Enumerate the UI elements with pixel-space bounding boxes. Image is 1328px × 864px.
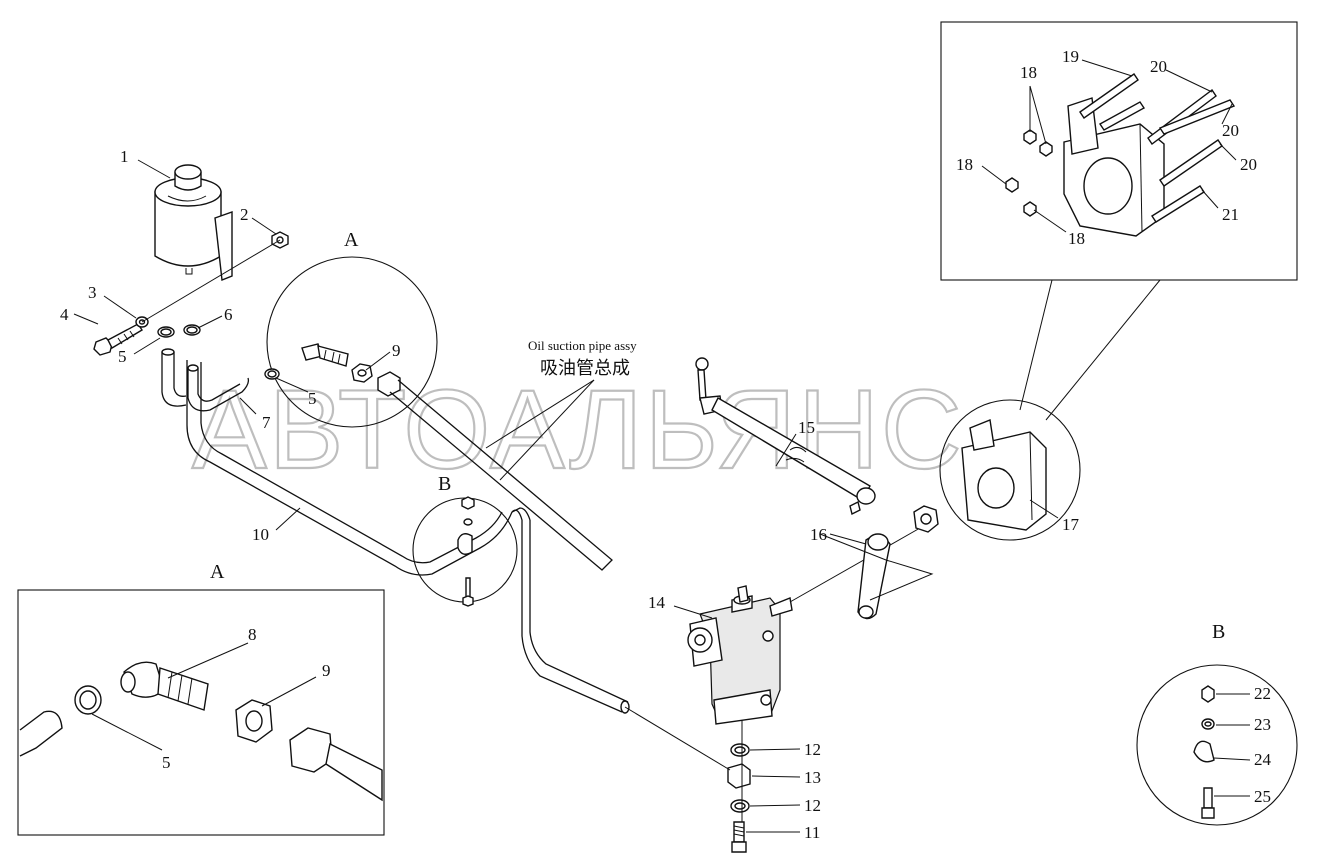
pitman-arm	[857, 533, 891, 620]
callout-18: 18	[1020, 63, 1037, 82]
caption-english: Oil suction pipe assy	[528, 338, 637, 353]
inset-a-nut	[235, 699, 273, 743]
elbow-fitting	[264, 343, 349, 380]
hose-clamp	[157, 326, 175, 338]
reservoir-outlet-pipes	[161, 348, 250, 412]
drag-link	[695, 357, 876, 516]
pipe-union	[377, 371, 401, 397]
callout-25: 25	[1254, 787, 1271, 806]
view-label-b: B	[438, 473, 451, 495]
steering-gear-bracket	[961, 419, 1047, 531]
inset-b-circle	[1136, 664, 1298, 826]
callout-8: 8	[248, 625, 257, 644]
view-labels: A B A B	[210, 229, 1225, 643]
callout-7: 7	[262, 413, 271, 432]
inset-a-hose	[19, 661, 209, 757]
callout-20: 20	[1240, 155, 1257, 174]
assembly-caption: Oil suction pipe assy 吸油管总成	[528, 338, 637, 379]
callout-12: 12	[804, 740, 821, 759]
bolt-11	[731, 821, 747, 853]
pipe-clamp-assembly	[457, 496, 475, 607]
inset-b-washer	[1201, 718, 1215, 730]
callout-4: 4	[60, 305, 69, 324]
inset-c-frame	[940, 21, 1298, 281]
inset-a-frame	[17, 589, 385, 836]
callout-11: 11	[804, 823, 820, 842]
callout-labels: 1 2 3 4 5 6 7 5 9 10 14 15 16 17 12 13 1…	[60, 47, 1272, 842]
callout-23: 23	[1254, 715, 1271, 734]
inset-c-bolts	[1079, 73, 1236, 223]
callout-22: 22	[1254, 684, 1271, 703]
callout-13: 13	[804, 768, 821, 787]
callout-10: 10	[252, 525, 269, 544]
callout-9: 9	[322, 661, 331, 680]
caption-chinese: 吸油管总成	[540, 358, 630, 379]
inset-b-title: B	[1212, 621, 1225, 643]
callout-6: 6	[224, 305, 233, 324]
mounting-bolt	[93, 323, 143, 356]
spacer-13	[727, 763, 751, 789]
nut-9	[351, 363, 373, 383]
callout-5: 5	[118, 347, 127, 366]
callout-5: 5	[308, 389, 317, 408]
inset-b-bolt	[1201, 787, 1215, 819]
pitman-nut	[913, 505, 939, 533]
inset-a-title: A	[210, 561, 225, 583]
detail-circle-a	[266, 256, 438, 428]
callout-14: 14	[648, 593, 666, 612]
callout-16: 16	[810, 525, 827, 544]
callout-17: 17	[1062, 515, 1080, 534]
inset-c-bracket	[1063, 97, 1165, 237]
callout-20: 20	[1150, 57, 1167, 76]
inset-c-nuts	[1005, 129, 1053, 217]
callout-12: 12	[804, 796, 821, 815]
inset-a-union	[289, 727, 383, 802]
washer-12-bottom	[730, 799, 750, 813]
callout-19: 19	[1062, 47, 1079, 66]
callout-leaders	[73, 59, 1251, 833]
callout-5: 5	[162, 753, 171, 772]
view-label-a: A	[344, 229, 359, 251]
hose-clamp-6	[183, 324, 201, 336]
inset-b-nut	[1201, 685, 1215, 703]
callout-21: 21	[1222, 205, 1239, 224]
steering-gear	[687, 585, 793, 725]
callout-1: 1	[120, 147, 129, 166]
oil-reservoir	[154, 164, 233, 281]
callout-18: 18	[956, 155, 973, 174]
callout-9: 9	[392, 341, 401, 360]
inset-b-clamp	[1193, 740, 1215, 763]
callout-3: 3	[88, 283, 97, 302]
callout-24: 24	[1254, 750, 1272, 769]
callout-20: 20	[1222, 121, 1239, 140]
callout-18: 18	[1068, 229, 1085, 248]
callout-2: 2	[240, 205, 249, 224]
detail-circle-bracket	[939, 399, 1081, 541]
callout-15: 15	[798, 418, 815, 437]
washer-12-top	[730, 743, 750, 757]
